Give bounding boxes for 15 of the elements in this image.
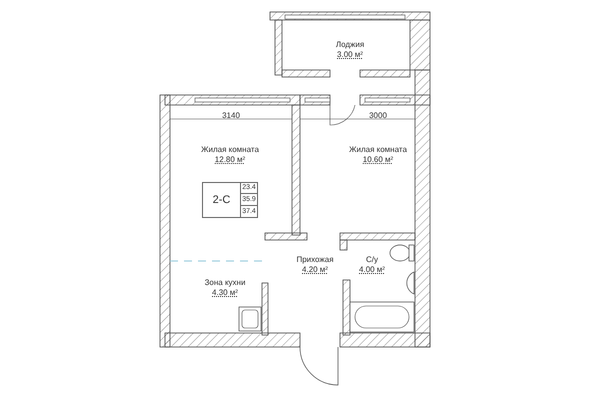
room-name: Жилая комната — [349, 145, 407, 155]
room-area: 4.20 м² — [302, 265, 328, 275]
dimension-label: 3140 — [222, 111, 240, 121]
room-area: 4.30 м² — [212, 288, 238, 298]
room-area: 10.60 м² — [362, 155, 394, 165]
room-area: 4.00 м² — [359, 265, 385, 275]
room-name: Лоджия — [336, 40, 364, 50]
room-area: 12.80 м² — [214, 155, 246, 165]
room-name: Прихожая — [296, 255, 334, 265]
apartment-type-cell: 2-C — [203, 183, 241, 217]
room-name: С/у — [366, 255, 378, 265]
room-name: Зона кухни — [204, 278, 246, 288]
room-area: 3.00 м² — [337, 50, 363, 60]
room-name: Жилая комната — [201, 145, 259, 155]
dimension-label: 3000 — [369, 111, 387, 121]
